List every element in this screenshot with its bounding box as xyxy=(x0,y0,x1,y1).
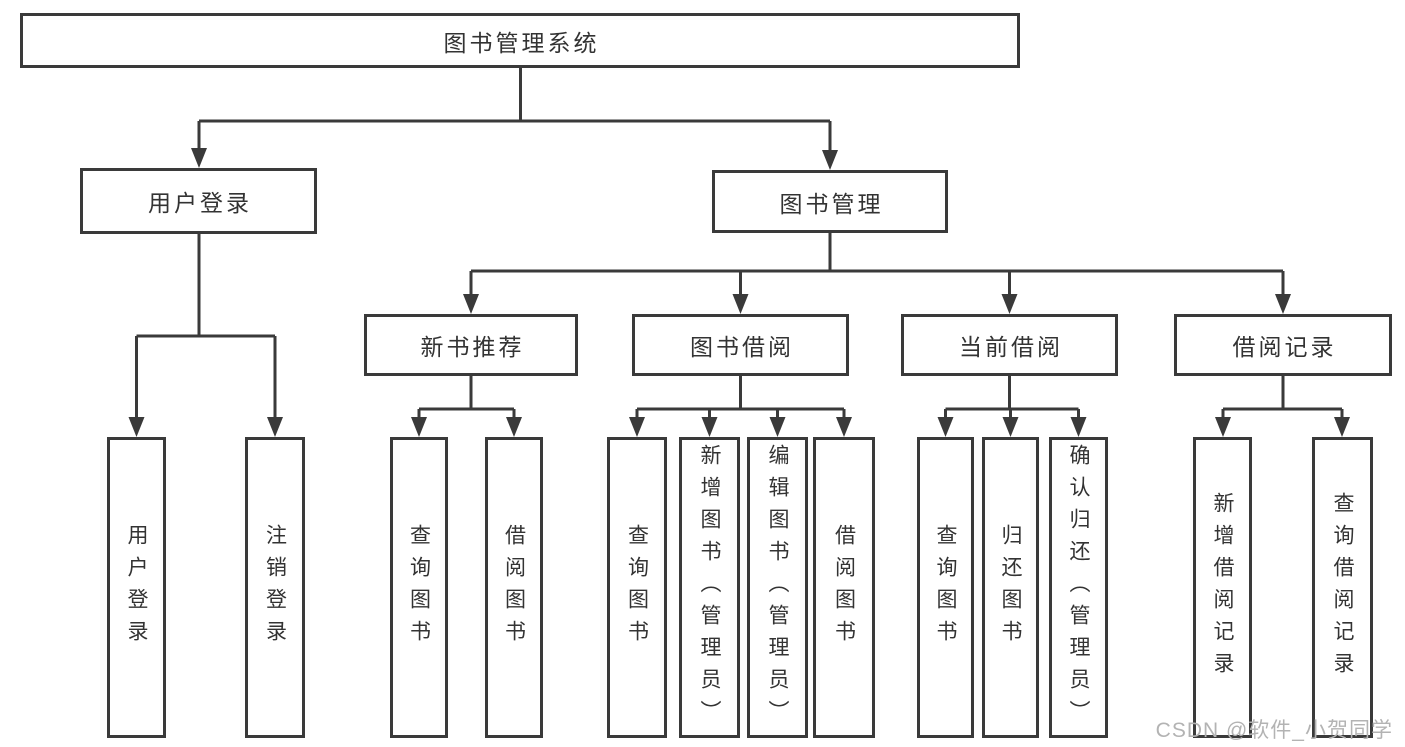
node-cb-return-books: 归还图书 xyxy=(982,437,1039,738)
node-cb-confirm-return-admin: 确认归还（管理员） xyxy=(1049,437,1108,738)
node-label: 新增借阅记录 xyxy=(1211,491,1234,684)
node-bb-add-books-admin: 新增图书（管理员） xyxy=(679,437,740,738)
node-label: 查询图书 xyxy=(934,523,957,652)
node-label: 查询图书 xyxy=(625,523,649,652)
node-label: 图书管理系统 xyxy=(443,29,600,56)
node-br-add-record: 新增借阅记录 xyxy=(1193,437,1252,738)
node-book-borrowing: 图书借阅 xyxy=(632,314,849,376)
node-bb-edit-books-admin: 编辑图书（管理员） xyxy=(747,437,808,738)
node-label: 新书推荐 xyxy=(420,334,525,360)
node-nbr-borrow-books: 借阅图书 xyxy=(485,437,543,738)
node-current-borrowing: 当前借阅 xyxy=(901,314,1118,376)
node-label: 注销登录 xyxy=(263,523,287,652)
node-label: 用户登录 xyxy=(125,523,148,652)
node-label: 编辑图书（管理员） xyxy=(766,443,789,732)
node-label: 查询图书 xyxy=(407,523,431,652)
node-label: 借阅记录 xyxy=(1232,334,1337,360)
node-label: 图书管理 xyxy=(779,190,884,217)
node-label: 借阅图书 xyxy=(502,523,526,652)
node-logout: 注销登录 xyxy=(245,437,305,738)
node-label: 归还图书 xyxy=(999,523,1022,652)
node-borrowing-records: 借阅记录 xyxy=(1174,314,1392,376)
csdn-watermark: CSDN @软件_小贺同学 xyxy=(1155,719,1393,742)
node-new-book-recommend: 新书推荐 xyxy=(364,314,578,376)
node-br-query-record: 查询借阅记录 xyxy=(1312,437,1373,738)
node-user-login-leaf: 用户登录 xyxy=(107,437,166,738)
node-label: 当前借阅 xyxy=(959,334,1063,360)
node-user-login: 用户登录 xyxy=(80,168,317,234)
connector-edges xyxy=(135,68,1344,421)
node-label: 用户登录 xyxy=(148,190,252,216)
node-label: 借阅图书 xyxy=(832,523,856,652)
node-label: 新增图书（管理员） xyxy=(698,443,721,732)
node-nbr-query-books: 查询图书 xyxy=(390,437,448,738)
node-cb-query-books: 查询图书 xyxy=(917,437,974,738)
node-label: 确认归还（管理员） xyxy=(1067,443,1090,732)
node-library-system: 图书管理系统 xyxy=(20,13,1020,68)
node-label: 查询借阅记录 xyxy=(1331,491,1354,684)
node-label: 图书借阅 xyxy=(690,334,794,360)
node-bb-query-books: 查询图书 xyxy=(607,437,667,738)
node-book-management: 图书管理 xyxy=(712,170,948,233)
node-bb-borrow-books: 借阅图书 xyxy=(813,437,875,738)
